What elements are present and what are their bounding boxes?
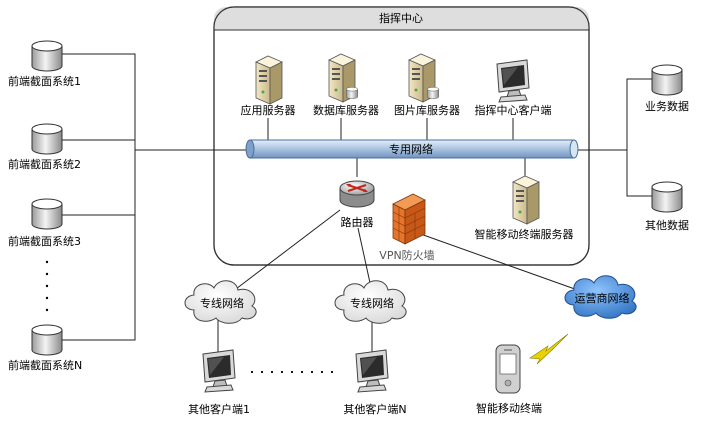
database-icon bbox=[31, 324, 63, 356]
leased-line-cloud-2: 专线网络 bbox=[334, 280, 407, 324]
leased-line-cloud-1: 专线网络 bbox=[184, 280, 257, 324]
router: 路由器 bbox=[339, 180, 375, 229]
private-network-label: 专用网络 bbox=[389, 142, 433, 156]
monitor-icon bbox=[202, 349, 236, 393]
database-icon bbox=[31, 198, 63, 230]
svg-text:图片库服务器: 图片库服务器 bbox=[394, 104, 460, 117]
svg-text:智能移动终端服务器: 智能移动终端服务器 bbox=[475, 227, 574, 241]
svg-text:专线网络: 专线网络 bbox=[350, 296, 394, 310]
database-icon bbox=[31, 123, 63, 155]
svg-text:业务数据: 业务数据 bbox=[645, 99, 689, 113]
lightning-icon bbox=[529, 333, 569, 365]
app-server: 应用服务器 bbox=[241, 55, 296, 117]
svg-text:运营商网络: 运营商网络 bbox=[575, 291, 630, 305]
mobile-phone-icon bbox=[495, 344, 521, 394]
svg-text:前端截面系统N: 前端截面系统N bbox=[8, 358, 82, 372]
database-icon bbox=[651, 181, 683, 213]
front-system-n: 前端截面系统N bbox=[8, 324, 82, 372]
database-icon bbox=[31, 40, 63, 72]
other-client-n: 其他客户端N bbox=[343, 349, 407, 416]
svg-text:应用服务器: 应用服务器 bbox=[241, 103, 296, 117]
image-server: 图片库服务器 bbox=[394, 53, 460, 117]
svg-text:其他数据: 其他数据 bbox=[645, 218, 689, 232]
svg-text:前端截面系统1: 前端截面系统1 bbox=[8, 74, 81, 88]
command-center-title: 指挥中心 bbox=[379, 11, 423, 25]
cloud-icon bbox=[564, 275, 637, 319]
command-center-client: 指挥中心客户端 bbox=[475, 59, 552, 117]
svg-text:前端截面系统2: 前端截面系统2 bbox=[8, 157, 81, 171]
other-data: 其他数据 bbox=[645, 181, 689, 232]
router-label: 路由器 bbox=[341, 215, 374, 229]
vpn-firewall: VPN防火墙 bbox=[379, 193, 435, 262]
monitor-icon bbox=[355, 349, 389, 393]
server-icon bbox=[512, 175, 540, 225]
server-icon bbox=[255, 55, 283, 105]
firewall-label: VPN防火墙 bbox=[379, 248, 434, 262]
database-icon bbox=[651, 64, 683, 96]
business-data: 业务数据 bbox=[645, 64, 689, 113]
carrier-network-cloud: 运营商网络 bbox=[564, 275, 637, 319]
svg-text:其他客户端1: 其他客户端1 bbox=[188, 402, 250, 416]
private-network-pipe: 专用网络 bbox=[245, 139, 579, 159]
svg-text:指挥中心客户端: 指挥中心客户端 bbox=[475, 103, 552, 117]
front-system-3: 前端截面系统3 bbox=[8, 198, 81, 248]
front-system-2: 前端截面系统2 bbox=[8, 123, 81, 171]
smart-mobile-terminal: 智能移动终端 bbox=[476, 344, 542, 415]
mobile-terminal-server: 智能移动终端服务器 bbox=[475, 175, 574, 241]
vertical-ellipsis bbox=[45, 260, 49, 312]
svg-text:专线网络: 专线网络 bbox=[200, 296, 244, 310]
database-server: 数据库服务器 bbox=[313, 53, 379, 117]
front-system-1: 前端截面系统1 bbox=[8, 40, 81, 88]
firewall-icon bbox=[392, 193, 426, 245]
horizontal-ellipsis bbox=[250, 370, 334, 374]
svg-text:其他客户端N: 其他客户端N bbox=[343, 402, 406, 416]
other-client-1: 其他客户端1 bbox=[188, 349, 250, 416]
svg-text:前端截面系统3: 前端截面系统3 bbox=[8, 234, 81, 248]
svg-text:智能移动终端: 智能移动终端 bbox=[476, 401, 542, 415]
svg-text:数据库服务器: 数据库服务器 bbox=[313, 103, 379, 117]
